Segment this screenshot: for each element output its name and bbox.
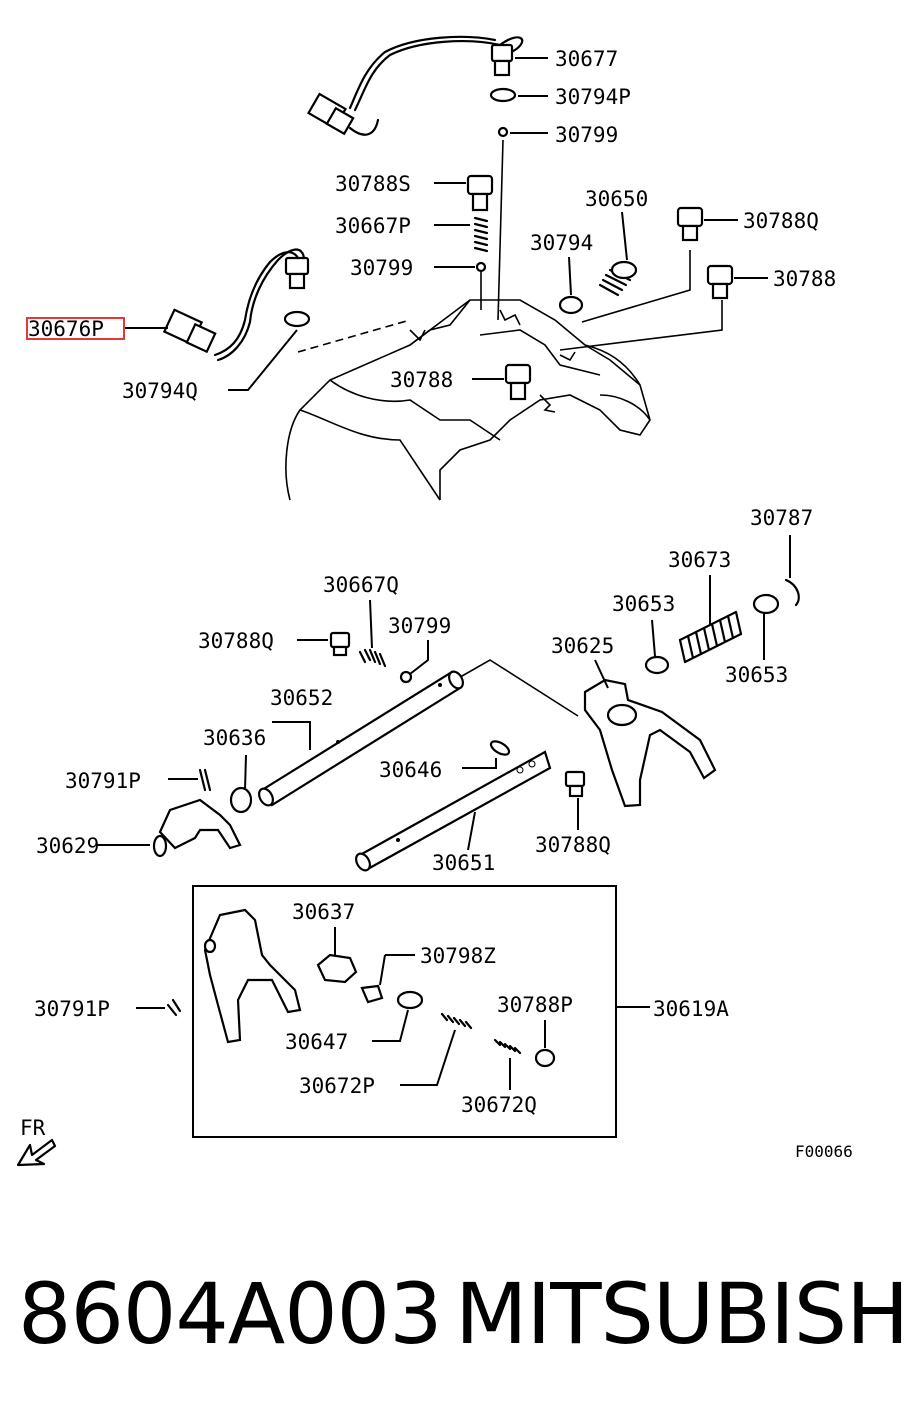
- label-30798Z[interactable]: 30798Z: [420, 944, 496, 968]
- label-30667P[interactable]: 30667P: [335, 214, 411, 238]
- bolt-30788Q-top: [676, 206, 704, 242]
- label-30619A[interactable]: 30619A: [653, 997, 729, 1021]
- lever-30629: [152, 798, 242, 858]
- kit-box-30619A: [192, 885, 617, 1138]
- bolt-30788S: [466, 174, 494, 212]
- washer-30794: [558, 295, 584, 315]
- label-30653-right[interactable]: 30653: [725, 663, 788, 687]
- bolt-30788Q-fork: [564, 770, 586, 798]
- fork-kit: [203, 908, 302, 1044]
- bolt-30788-mid: [504, 363, 532, 401]
- label-30791P-top[interactable]: 30791P: [65, 769, 141, 793]
- ball-30799-lower: [399, 670, 413, 684]
- pin-30798Z: [360, 984, 384, 1004]
- sensor-30677: [307, 35, 524, 136]
- pin-30646: [489, 740, 511, 756]
- label-30672Q[interactable]: 30672Q: [461, 1093, 537, 1117]
- label-30650[interactable]: 30650: [585, 187, 648, 211]
- bolt-30788-right: [706, 264, 734, 300]
- part-number: 8604A003: [18, 1265, 443, 1363]
- label-30651[interactable]: 30651: [432, 851, 495, 875]
- sensor-30676P: [162, 248, 310, 362]
- label-30667Q[interactable]: 30667Q: [323, 573, 399, 597]
- label-30637[interactable]: 30637: [292, 900, 355, 924]
- front-label: FR: [20, 1116, 46, 1140]
- shaft-30652: [258, 670, 464, 807]
- ball-30799-mid: [475, 261, 487, 273]
- collar-30636: [229, 786, 253, 814]
- label-30788-right[interactable]: 30788: [773, 267, 836, 291]
- washer-30794Q: [283, 310, 311, 328]
- brand-name: MITSUBISHI: [455, 1265, 909, 1363]
- label-30653-left[interactable]: 30653: [612, 592, 675, 616]
- pin-30791P-bottom: [166, 998, 182, 1017]
- highlight-box-30676P: [26, 317, 125, 340]
- label-30673[interactable]: 30673: [668, 548, 731, 572]
- label-30788Q-fork[interactable]: 30788Q: [535, 833, 611, 857]
- footer: 8604A003 MITSUBISHI: [0, 1265, 909, 1365]
- spring-30667P: [473, 216, 489, 253]
- spring-30672P: [440, 1012, 473, 1030]
- label-30794P[interactable]: 30794P: [555, 85, 631, 109]
- washer-30653-left: [644, 655, 670, 675]
- label-30672P[interactable]: 30672P: [299, 1074, 375, 1098]
- label-30625[interactable]: 30625: [551, 634, 614, 658]
- figure-code: F00066: [795, 1142, 853, 1161]
- pin-30791P-top: [198, 768, 212, 792]
- label-30788Q-left[interactable]: 30788Q: [198, 629, 274, 653]
- transmission-case: [285, 299, 651, 501]
- label-30629[interactable]: 30629: [36, 834, 99, 858]
- spring-30673: [678, 610, 743, 664]
- plug-30788P: [534, 1048, 556, 1068]
- label-30794[interactable]: 30794: [530, 231, 593, 255]
- label-30788-mid[interactable]: 30788: [390, 368, 453, 392]
- ball-30799-top: [497, 126, 509, 138]
- front-arrow-icon: [16, 1138, 57, 1167]
- washer-30653-right: [752, 593, 780, 615]
- washer-30794P: [489, 87, 517, 103]
- label-30646[interactable]: 30646: [379, 758, 442, 782]
- clip-30787: [784, 578, 800, 607]
- block-30637: [316, 953, 358, 984]
- pin-30647: [396, 990, 424, 1010]
- label-30794Q[interactable]: 30794Q: [122, 379, 198, 403]
- spring-30667Q: [358, 648, 387, 668]
- label-30799-lower[interactable]: 30799: [388, 614, 451, 638]
- label-30791P-bottom[interactable]: 30791P: [34, 997, 110, 1021]
- label-30788P[interactable]: 30788P: [497, 993, 573, 1017]
- label-30677[interactable]: 30677: [555, 47, 618, 71]
- label-30788Q-top[interactable]: 30788Q: [743, 209, 819, 233]
- plug-30650: [598, 260, 638, 297]
- label-30799-top[interactable]: 30799: [555, 123, 618, 147]
- spring-30672Q: [493, 1038, 522, 1055]
- label-30652[interactable]: 30652: [270, 686, 333, 710]
- label-30636[interactable]: 30636: [203, 726, 266, 750]
- bolt-30788Q-left: [329, 631, 351, 657]
- label-30787[interactable]: 30787: [750, 506, 813, 530]
- label-30647[interactable]: 30647: [285, 1030, 348, 1054]
- label-30676P[interactable]: 30676P: [28, 317, 104, 341]
- shaft-30651: [355, 750, 552, 872]
- label-30788S[interactable]: 30788S: [335, 172, 411, 196]
- label-30799-mid[interactable]: 30799: [350, 256, 413, 280]
- fork-30625: [583, 678, 717, 808]
